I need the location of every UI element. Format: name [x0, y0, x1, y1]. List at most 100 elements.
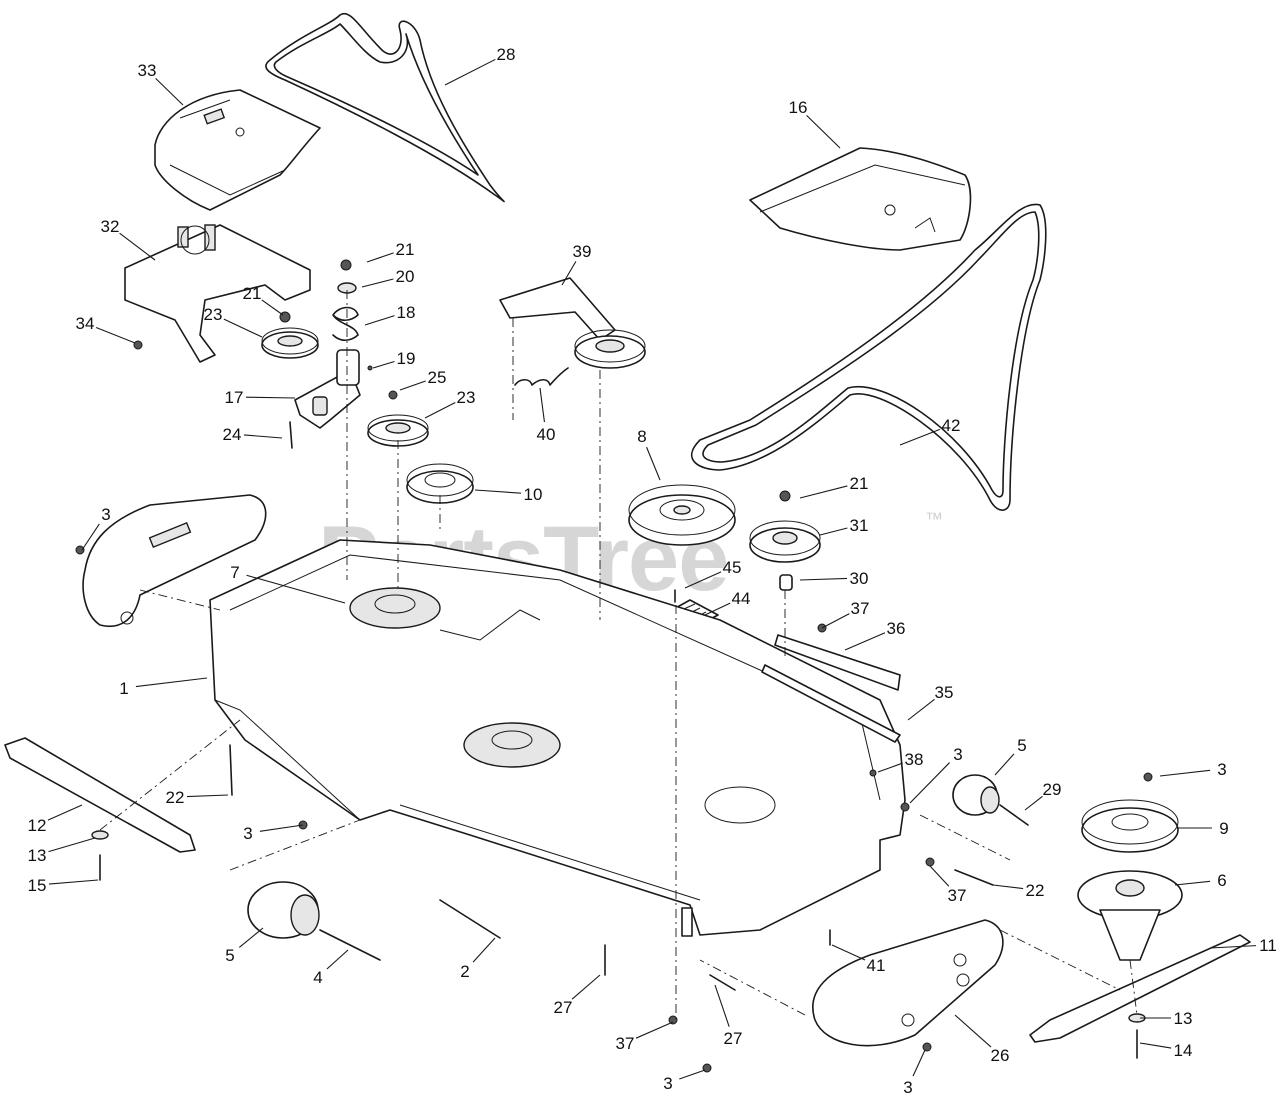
callout-20[interactable]: 20 — [396, 267, 415, 286]
leader-line-3 — [81, 523, 100, 551]
callout-26[interactable]: 26 — [991, 1046, 1010, 1065]
leader-line-19 — [372, 360, 395, 369]
callout-14[interactable]: 14 — [1174, 1041, 1193, 1060]
leader-line-12 — [47, 804, 83, 821]
bracket-32 — [124, 224, 311, 363]
callout-15[interactable]: 15 — [28, 876, 47, 895]
callout-10[interactable]: 10 — [524, 485, 543, 504]
leader-line-37 — [821, 613, 850, 629]
callout-23[interactable]: 23 — [204, 305, 223, 324]
callout-8[interactable]: 8 — [637, 427, 646, 446]
wheel-5-left — [247, 881, 381, 961]
callout-24[interactable]: 24 — [223, 425, 242, 444]
callout-3[interactable]: 3 — [243, 824, 252, 843]
callout-37[interactable]: 37 — [851, 599, 870, 618]
leader-line-20 — [361, 278, 394, 288]
baffle-left — [75, 494, 267, 627]
leader-line-11 — [1209, 945, 1257, 949]
leader-line-26 — [954, 1014, 992, 1048]
callout-6[interactable]: 6 — [1217, 871, 1226, 890]
callout-38[interactable]: 38 — [905, 750, 924, 769]
leader-line-14 — [1139, 1042, 1172, 1049]
leader-line-16 — [806, 114, 841, 149]
callout-45[interactable]: 45 — [723, 558, 742, 577]
leader-line-44 — [704, 602, 731, 616]
leader-line-17 — [245, 396, 296, 399]
callout-37[interactable]: 37 — [616, 1034, 635, 1053]
leader-line-23 — [223, 318, 263, 338]
callout-27[interactable]: 27 — [554, 998, 573, 1017]
callout-5[interactable]: 5 — [1017, 736, 1026, 755]
leader-line-27 — [714, 984, 730, 1027]
callout-9[interactable]: 9 — [1219, 819, 1228, 838]
cover-33 — [154, 89, 321, 211]
leader-line-3 — [909, 762, 950, 804]
callout-13[interactable]: 13 — [1174, 1009, 1193, 1028]
callout-27[interactable]: 27 — [724, 1029, 743, 1048]
callout-41[interactable]: 41 — [867, 956, 886, 975]
callout-11[interactable]: 11 — [1259, 936, 1277, 955]
callout-23[interactable]: 23 — [457, 388, 476, 407]
callout-3[interactable]: 3 — [903, 1078, 912, 1097]
callout-28[interactable]: 28 — [497, 45, 516, 64]
callout-44[interactable]: 44 — [732, 589, 751, 608]
leader-line-1 — [135, 677, 208, 688]
leader-line-39 — [561, 261, 577, 286]
callout-33[interactable]: 33 — [138, 61, 157, 80]
leader-line-13 — [48, 837, 96, 853]
leader-line-10 — [474, 489, 522, 494]
callout-5[interactable]: 5 — [225, 946, 234, 965]
callout-3[interactable]: 3 — [953, 745, 962, 764]
callout-32[interactable]: 32 — [101, 217, 120, 236]
idler-assembly-39 — [499, 277, 646, 386]
callout-7[interactable]: 7 — [230, 563, 239, 582]
callout-1[interactable]: 1 — [119, 679, 128, 698]
callout-40[interactable]: 40 — [537, 425, 556, 444]
callout-29[interactable]: 29 — [1043, 780, 1062, 799]
callout-17[interactable]: 17 — [225, 388, 244, 407]
leader-line-41 — [831, 944, 866, 961]
callout-22[interactable]: 22 — [1026, 881, 1045, 900]
callout-35[interactable]: 35 — [935, 683, 954, 702]
callout-4[interactable]: 4 — [313, 968, 322, 987]
callout-18[interactable]: 18 — [397, 303, 416, 322]
callout-37[interactable]: 37 — [948, 886, 967, 905]
scraper-35 — [761, 664, 901, 743]
callout-13[interactable]: 13 — [28, 846, 47, 865]
callout-3[interactable]: 3 — [1217, 760, 1226, 779]
leader-line-2 — [472, 937, 496, 963]
callout-2[interactable]: 2 — [460, 962, 469, 981]
leader-line-6 — [1174, 880, 1211, 886]
callout-42[interactable]: 42 — [942, 416, 961, 435]
callout-3[interactable]: 3 — [101, 505, 110, 524]
leader-line-29 — [1024, 795, 1043, 811]
callout-12[interactable]: 12 — [28, 816, 47, 835]
callout-21[interactable]: 21 — [850, 474, 869, 493]
leader-line-33 — [155, 77, 184, 106]
wheel-5-right — [952, 774, 1029, 826]
callout-39[interactable]: 39 — [573, 242, 592, 261]
callout-25[interactable]: 25 — [428, 368, 447, 387]
cover-16 — [749, 147, 972, 251]
callout-21[interactable]: 21 — [396, 240, 415, 259]
callout-21[interactable]: 21 — [243, 284, 262, 303]
belt-42 — [691, 203, 1047, 511]
callout-30[interactable]: 30 — [850, 569, 869, 588]
pulley-8 — [628, 484, 736, 546]
callout-16[interactable]: 16 — [789, 98, 808, 117]
tension-arm-17 — [289, 259, 373, 449]
callout-22[interactable]: 22 — [166, 788, 185, 807]
leader-line-37 — [929, 865, 950, 887]
callout-3[interactable]: 3 — [663, 1074, 672, 1093]
leader-line-21 — [799, 485, 848, 499]
callout-34[interactable]: 34 — [76, 314, 95, 333]
leader-line-27 — [571, 974, 601, 1000]
leader-line-22 — [992, 884, 1024, 890]
callout-19[interactable]: 19 — [397, 349, 416, 368]
leader-line-22 — [186, 794, 229, 798]
leader-line-40 — [539, 387, 545, 423]
callout-31[interactable]: 31 — [850, 516, 869, 535]
callout-36[interactable]: 36 — [887, 619, 906, 638]
